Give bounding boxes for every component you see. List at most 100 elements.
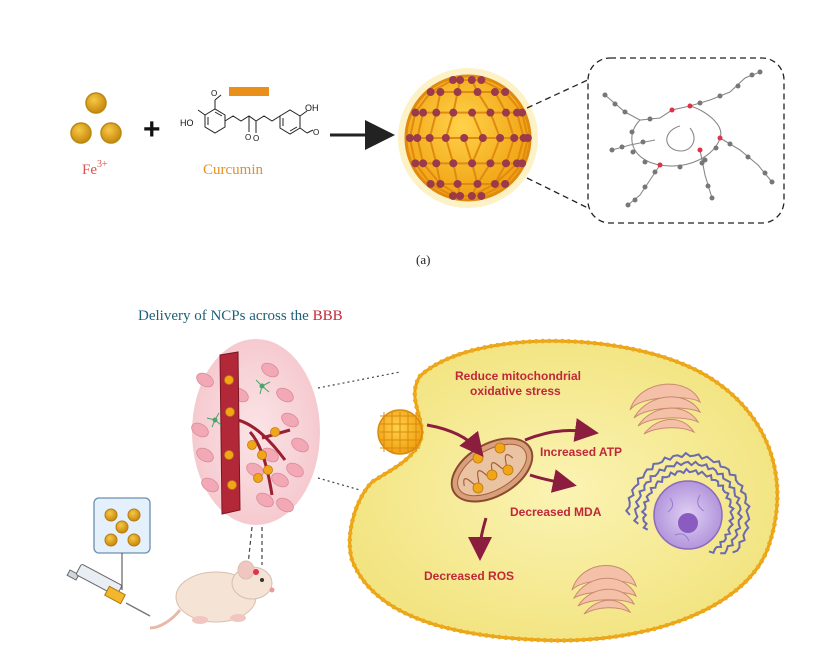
cage-node-icon bbox=[501, 159, 510, 168]
membrane-dot-icon bbox=[585, 340, 591, 345]
mito-stress-label-2: oxidative stress bbox=[470, 384, 561, 398]
callout-line-bottom bbox=[526, 177, 593, 211]
callout-line-top bbox=[526, 77, 593, 109]
blood-vessel-zoom bbox=[191, 339, 320, 525]
cage-strut bbox=[408, 137, 417, 164]
nanoparticle-icon bbox=[224, 450, 234, 460]
membrane-dot-icon bbox=[579, 339, 585, 345]
mda-arrow bbox=[529, 469, 577, 493]
membrane-dot-icon bbox=[501, 341, 507, 347]
membrane-dot-icon bbox=[482, 345, 487, 350]
membrane-dot-icon bbox=[422, 369, 428, 375]
ho-label: HO bbox=[180, 118, 194, 128]
membrane-dot-icon bbox=[433, 362, 439, 367]
nanoparticle-icon bbox=[115, 520, 129, 534]
nucleus-icon bbox=[625, 451, 751, 555]
membrane-dot-icon bbox=[620, 633, 625, 638]
nanoparticle-icon bbox=[253, 473, 263, 483]
nanoparticle-icon bbox=[225, 407, 235, 417]
membrane-dot-icon bbox=[362, 488, 368, 494]
polymer-bead-icon bbox=[630, 149, 636, 155]
nanoparticle-icon bbox=[127, 533, 141, 547]
membrane-dot-icon bbox=[348, 524, 354, 530]
membrane-dot-icon bbox=[694, 611, 700, 617]
cage-node-icon bbox=[486, 108, 495, 117]
cage-node-icon bbox=[486, 159, 495, 168]
membrane-dot-icon bbox=[362, 579, 367, 585]
cage-strut bbox=[428, 137, 438, 164]
fe-crosslink-icon bbox=[657, 103, 723, 168]
membrane-dot-icon bbox=[535, 637, 541, 643]
cage-strut bbox=[416, 137, 425, 164]
nanoparticle-icon bbox=[486, 469, 498, 481]
membrane-dot-icon bbox=[490, 634, 496, 639]
membrane-dot-icon bbox=[408, 613, 414, 619]
cage-node-icon bbox=[501, 179, 510, 188]
membrane-dot-icon bbox=[568, 638, 574, 643]
cage-strut bbox=[476, 91, 492, 114]
cage-node-icon bbox=[473, 179, 482, 188]
cage-node-icon bbox=[432, 108, 441, 117]
membrane-dot-icon bbox=[497, 634, 502, 640]
membrane-dot-icon bbox=[769, 534, 774, 540]
membrane-dot-icon bbox=[624, 345, 630, 351]
polymer-bead-icon bbox=[717, 93, 723, 99]
cage-strut bbox=[422, 162, 442, 185]
golgi-top-icon bbox=[629, 383, 702, 435]
membrane-dot-icon bbox=[751, 416, 757, 422]
polymer-bead-icon bbox=[699, 160, 705, 166]
cage-node-icon bbox=[510, 134, 519, 142]
entering-nanoparticle-icon bbox=[377, 409, 423, 455]
nanoparticle-icon bbox=[247, 440, 257, 450]
cage-node-icon bbox=[501, 108, 510, 117]
cage-strut bbox=[416, 112, 425, 139]
membrane-dot-icon bbox=[766, 445, 772, 451]
polymer-bead-icon bbox=[602, 92, 608, 98]
membrane-dot-icon bbox=[397, 607, 402, 613]
membrane-dot-icon bbox=[611, 343, 617, 348]
nanoparticle-icon bbox=[104, 508, 118, 522]
membrane-dot-icon bbox=[463, 349, 469, 355]
connector-mouse-left bbox=[247, 526, 253, 566]
tissue-cell-icon bbox=[276, 387, 294, 403]
membrane-dot-icon bbox=[618, 344, 623, 350]
cage-node-icon bbox=[411, 108, 420, 117]
membrane-dot-icon bbox=[510, 636, 515, 641]
polymer-bead-icon bbox=[735, 83, 741, 89]
membrane-dot-icon bbox=[508, 341, 513, 346]
tissue-cell-icon bbox=[201, 477, 219, 493]
cage-strut bbox=[516, 112, 525, 139]
membrane-dot-icon bbox=[709, 376, 715, 382]
polymer-bead-icon bbox=[640, 139, 646, 145]
cage-node-icon bbox=[411, 159, 420, 168]
er-membrane bbox=[632, 460, 744, 555]
cage-strut bbox=[414, 162, 432, 185]
cage-node-icon bbox=[448, 191, 457, 200]
tissue-cell-icon bbox=[261, 362, 279, 378]
curcumin-label: Curcumin bbox=[203, 162, 263, 178]
cage-strut bbox=[504, 91, 523, 114]
cage-strut bbox=[480, 183, 506, 197]
cage-strut bbox=[505, 112, 516, 139]
polymer-bead-icon bbox=[652, 169, 658, 175]
membrane-dot-icon bbox=[738, 583, 744, 589]
membrane-dot-icon bbox=[581, 637, 587, 643]
membrane-dot-icon bbox=[761, 433, 767, 439]
membrane-dot-icon bbox=[755, 422, 760, 427]
fe-label: Fe3+ bbox=[82, 159, 108, 178]
cage-node-icon bbox=[523, 134, 532, 142]
membrane-dot-icon bbox=[464, 630, 470, 635]
tissue-cell-icon bbox=[196, 447, 214, 463]
polymer-bead-icon bbox=[705, 183, 711, 189]
membrane-dot-icon bbox=[712, 602, 717, 608]
syringe-icon bbox=[66, 564, 151, 617]
polymer-bead-icon bbox=[769, 179, 775, 185]
membrane-dot-icon bbox=[414, 616, 420, 621]
membrane-dot-icon bbox=[469, 348, 475, 353]
polymer-bead-icon bbox=[642, 184, 648, 190]
membrane-dot-icon bbox=[670, 620, 676, 626]
nanoparticle-icon bbox=[472, 452, 484, 464]
cage-node-icon bbox=[436, 88, 445, 97]
tissue-cell-icon bbox=[291, 437, 309, 453]
cage-strut bbox=[489, 112, 502, 139]
